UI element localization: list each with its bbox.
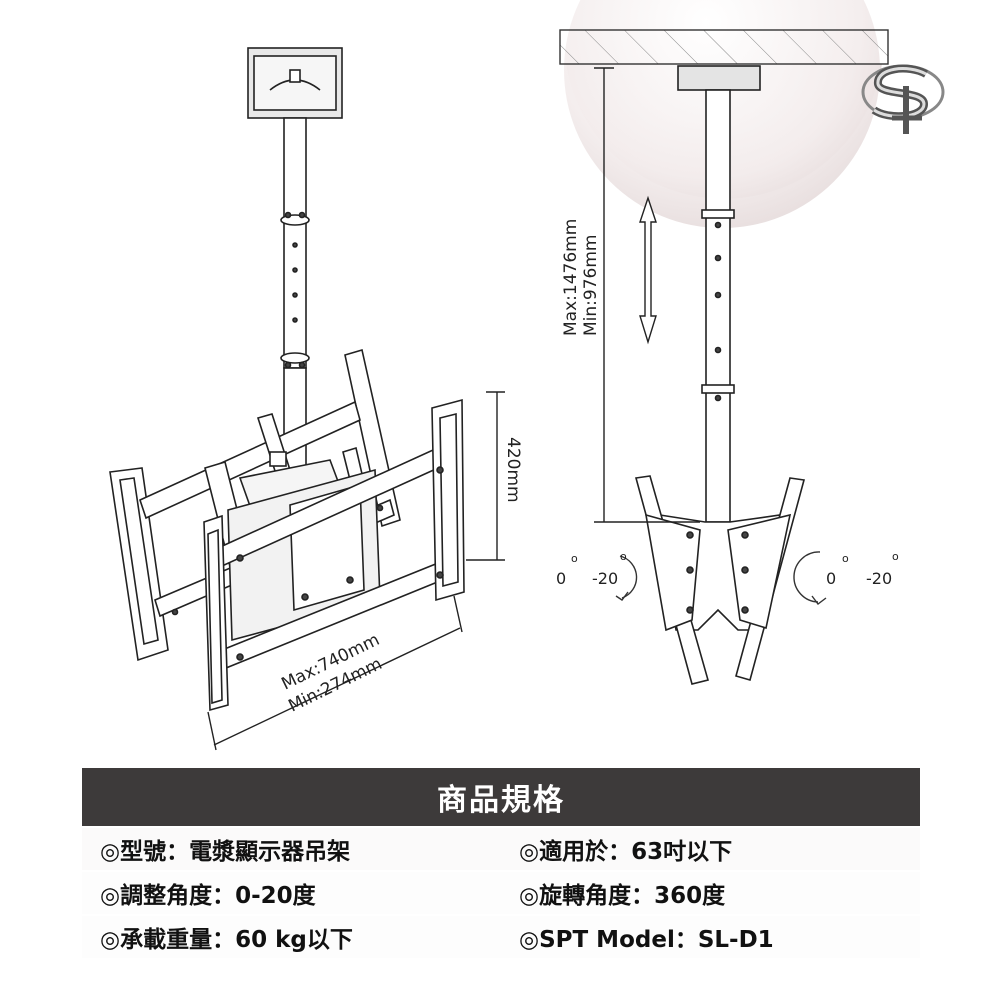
spec-screen-size: ◎適用於：63吋以下: [519, 839, 733, 865]
spec-rotation-angle: ◎旋轉角度：360度: [519, 883, 726, 909]
tilt-left-minus20: -20: [592, 569, 618, 588]
spec-spt-model: ◎SPT Model：SL-D1: [519, 927, 774, 953]
spec-row: ◎承載重量：60 kg以下 ◎SPT Model：SL-D1: [82, 916, 920, 960]
length-max-label: Max:1476mm: [561, 219, 581, 336]
tilt-left-zero: 0: [556, 569, 566, 588]
spec-row: ◎調整角度：0-20度 ◎旋轉角度：360度: [82, 872, 920, 916]
length-min-label: Min:976mm: [581, 235, 601, 336]
tilt-left-degree-20: o: [620, 550, 627, 563]
mount-diagram: Max:740mm Min:274mm 420mm: [109, 0, 899, 751]
spec-title: 商品規格: [82, 768, 920, 828]
tilt-right-degree-20: o: [892, 550, 899, 563]
tilt-right-zero: 0: [826, 569, 836, 588]
spec-table: 商品規格 ◎型號：電漿顯示器吊架 ◎適用於：63吋以下 ◎調整角度：0-20度 …: [82, 768, 920, 960]
spec-model-type: ◎型號：電漿顯示器吊架: [100, 839, 351, 865]
sp-brand-logo-icon: [861, 64, 945, 134]
height-dimension: [466, 391, 505, 561]
spec-row: ◎型號：電漿顯示器吊架 ◎適用於：63吋以下: [82, 828, 920, 872]
left-perspective-view: [109, 47, 465, 712]
right-side-view: [559, 0, 889, 685]
width-dimension: [207, 595, 463, 751]
spec-load-capacity: ◎承載重量：60 kg以下: [100, 927, 353, 953]
height-label: 420mm: [503, 437, 523, 503]
tilt-right-minus20: -20: [866, 569, 892, 588]
spec-tilt-angle: ◎調整角度：0-20度: [100, 883, 316, 909]
tilt-left-degree-0: o: [571, 552, 578, 565]
tilt-right-degree-0: o: [842, 552, 849, 565]
